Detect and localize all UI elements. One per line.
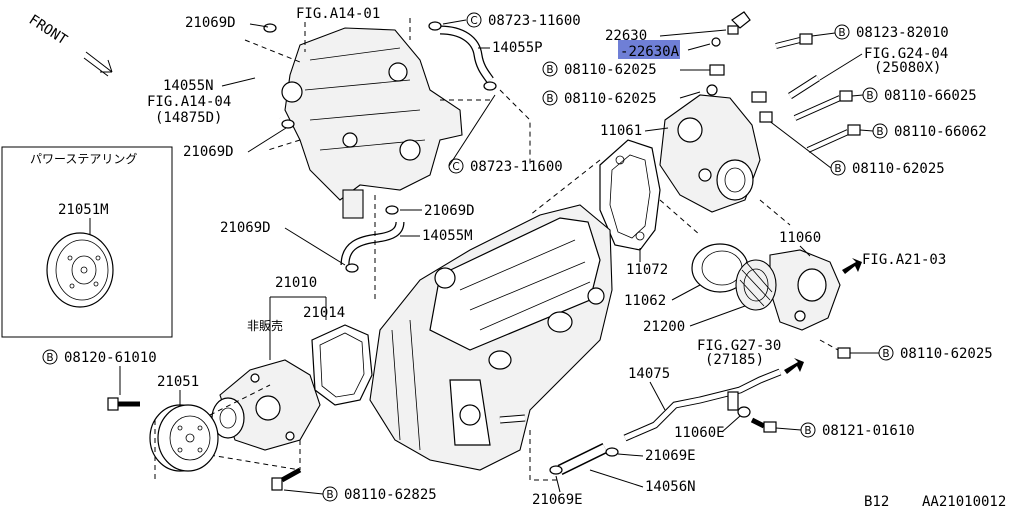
label-08110-62025-d: 08110-62025 (900, 346, 993, 362)
pulley-21051: 21051 (149, 374, 271, 480)
gasket-11072: 11072 (599, 139, 668, 278)
label-14055P: 14055P (492, 40, 543, 56)
inset-title: パワーステアリング (30, 152, 137, 166)
bolt-prefix-icon: B (876, 126, 883, 138)
bolt-08110-62025-c: B 08110-62025 (751, 91, 945, 177)
selection-highlight (618, 40, 680, 59)
label-21069D-left: 21069D (220, 220, 271, 236)
label-08110-62025-b: 08110-62025 (564, 91, 657, 107)
bolt-08121-01610: B 08121-01610 (750, 417, 915, 439)
sensor-22630: 22630 -22630A (605, 11, 751, 60)
label-21200: 21200 (643, 319, 685, 335)
label-25080X: (25080X) (874, 60, 941, 76)
bolt-prefix-icon: B (838, 27, 845, 39)
label-figA21-03: FIG.A21-03 (862, 252, 946, 268)
page-code: B12 (864, 494, 889, 510)
label-08123-82010: 08123-82010 (856, 25, 949, 41)
bolt-08120-61010: B 08120-61010 (42, 349, 157, 411)
front-indicator: FRONT (26, 12, 113, 77)
label-14075: 14075 (628, 366, 670, 382)
bolt-prefix-icon: B (46, 352, 53, 364)
clamp-prefix-icon: C (470, 15, 477, 27)
engine-block (369, 204, 613, 471)
arrow-right-icon (842, 258, 862, 274)
bolt-prefix-icon: B (546, 93, 553, 105)
label-21069E-a: 21069E (645, 448, 696, 464)
label-08110-66062: 08110-66062 (894, 124, 987, 140)
bolt-prefix-icon: B (804, 425, 811, 437)
label-08120-61010: 08120-61010 (64, 350, 157, 366)
label-11060: 11060 (779, 230, 821, 246)
pulley-21051M (46, 232, 114, 308)
label-27185: (27185) (705, 352, 764, 368)
label-21069D-right: 21069D (424, 203, 475, 219)
label-figG27-30: FIG.G27-30 (697, 338, 781, 354)
bolt-prefix-icon: B (834, 163, 841, 175)
bolt-prefix-icon: B (326, 489, 333, 501)
bolt-08110-66025: B 08110-66025 (793, 87, 977, 121)
label-11072: 11072 (626, 262, 668, 278)
label-21069D-top: 21069D (185, 15, 236, 31)
label-11061: 11061 (600, 123, 642, 139)
label-figA14-04: FIG.A14-04 (147, 94, 231, 110)
label-figG24-04: FIG.G24-04 (864, 46, 948, 62)
bolt-08110-62025-b: B 08110-62025 (542, 90, 701, 107)
label-21014: 21014 (303, 305, 345, 321)
inset-frame (1, 146, 173, 338)
label-hihanbai: 非販売 (247, 318, 283, 333)
bolt-08110-62825: B 08110-62825 (271, 467, 437, 503)
label-08110-66025: 08110-66025 (884, 88, 977, 104)
label-21069E-b: 21069E (532, 492, 583, 508)
thermostat-21200: 21200 (643, 259, 777, 335)
front-label: FRONT (26, 12, 71, 49)
label-08723-11600-mid: 08723-11600 (470, 159, 563, 175)
water-pump-21010: 21010 非販売 21014 (211, 275, 345, 451)
bolt-prefix-icon: B (866, 90, 873, 102)
label-figA14-01: FIG.A14-01 (296, 6, 380, 22)
fig-a21-03-ref: FIG.A21-03 (842, 252, 946, 274)
intake-assembly (244, 18, 531, 300)
label-08110-62025-c: 08110-62025 (852, 161, 945, 177)
label-08121-01610: 08121-01610 (822, 423, 915, 439)
label-08110-62825: 08110-62825 (344, 487, 437, 503)
gasket-21014 (311, 324, 373, 406)
bolt-08110-66062: B 08110-66062 (806, 123, 987, 153)
label-21051: 21051 (157, 374, 199, 390)
bolt-08110-62025-d: B 08110-62025 (819, 339, 993, 362)
arrow-right-icon (784, 358, 804, 374)
label-08110-62025-a: 08110-62025 (564, 62, 657, 78)
clamp-08723-top: C 08723-11600 (442, 12, 581, 29)
label-21069D-mid: 21069D (183, 144, 234, 160)
thermostat-housing-11061: 11061 (600, 84, 761, 213)
bolt-08123-82010: B 08123-82010 (775, 24, 949, 49)
label-14055M: 14055M (422, 228, 473, 244)
bolt-prefix-icon: B (882, 348, 889, 360)
pipe-14075: 14075 (623, 366, 782, 442)
label-14875D: (14875D) (155, 110, 222, 126)
label-22630A: -22630A (620, 44, 680, 60)
label-21010: 21010 (275, 275, 317, 291)
hose-14056N (529, 430, 619, 481)
gasket-11062: 11062 (624, 243, 749, 309)
diagram-ref-id: AA21010012 (922, 494, 1006, 510)
temp-switch (788, 75, 820, 99)
bolt-prefix-icon: B (546, 64, 553, 76)
outlet-11060: 11060 (769, 230, 841, 331)
label-08723-11600-top: 08723-11600 (488, 13, 581, 29)
power-steering-inset: パワーステアリング 21051M (1, 146, 173, 338)
label-14056N: 14056N (645, 479, 696, 495)
label-14055N: 14055N (163, 78, 214, 94)
fig-g27-30-ref: FIG.G27-30 (27185) (697, 338, 804, 374)
clamp-prefix-icon: C (452, 161, 459, 173)
label-11062: 11062 (624, 293, 666, 309)
clamp-08723-mid: C 08723-11600 (448, 94, 563, 175)
bolt-08110-62025-a: B 08110-62025 (542, 61, 725, 78)
label-11060E: 11060E (674, 425, 725, 441)
oring-11060E: 11060E (674, 406, 751, 441)
label-21051M: 21051M (58, 202, 109, 218)
